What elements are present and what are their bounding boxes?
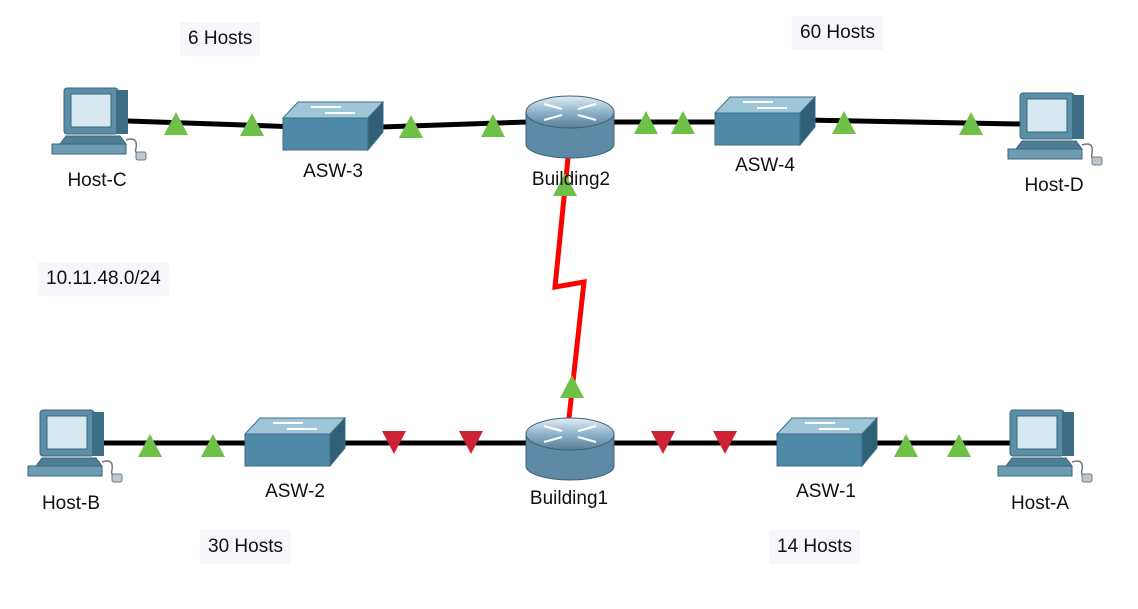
- link-down-indicator: [382, 431, 406, 454]
- serial-link[interactable]: [552, 157, 587, 419]
- host-b-pc-icon[interactable]: [27, 409, 123, 483]
- link-down-indicator: [651, 431, 675, 454]
- building2-router-icon[interactable]: [524, 94, 616, 160]
- asw-2-label: ASW-2: [265, 481, 325, 502]
- link-down-indicator: [459, 431, 483, 454]
- link-up-indicator: [553, 173, 577, 196]
- host-d-label: Host-D: [1024, 175, 1084, 196]
- asw-4-switch-icon[interactable]: [714, 96, 816, 146]
- cable-hostc-asw3[interactable]: [127, 118, 301, 130]
- link-down-indicator: [713, 431, 737, 454]
- asw-1-switch-icon[interactable]: [776, 417, 878, 467]
- note-network-address: 10.11.48.0/24: [38, 262, 169, 296]
- link-up-indicator: [894, 434, 918, 457]
- link-up-indicator: [671, 111, 695, 134]
- host-a-pc-icon[interactable]: [997, 409, 1093, 483]
- note-60-hosts: 60 Hosts: [792, 16, 883, 50]
- link-up-indicator: [240, 113, 264, 136]
- link-up-indicator: [947, 434, 971, 457]
- link-up-indicator: [634, 111, 658, 134]
- asw-3-label: ASW-3: [303, 161, 363, 182]
- link-up-indicator: [164, 112, 188, 135]
- asw-3-switch-icon[interactable]: [282, 101, 384, 151]
- host-b-label: Host-B: [41, 493, 101, 514]
- link-up-indicator: [481, 114, 505, 137]
- link-up-indicator: [959, 112, 983, 135]
- link-up-indicator: [399, 115, 423, 138]
- link-up-indicator: [832, 111, 856, 134]
- host-c-label: Host-C: [67, 170, 127, 191]
- host-c-pc-icon[interactable]: [51, 87, 147, 161]
- asw-2-switch-icon[interactable]: [244, 417, 346, 467]
- building1-label: Building1: [529, 488, 609, 509]
- asw-4-label: ASW-4: [735, 155, 795, 176]
- cable-asw3-building2[interactable]: [379, 119, 529, 130]
- note-6-hosts: 6 Hosts: [180, 22, 261, 56]
- link-up-indicator: [138, 434, 162, 457]
- note-30-hosts: 30 Hosts: [200, 530, 291, 564]
- link-up-indicator: [201, 434, 225, 457]
- building2-label: Building2: [531, 169, 611, 190]
- host-a-label: Host-A: [1010, 493, 1070, 514]
- cable-asw4-hostd[interactable]: [804, 117, 1021, 127]
- host-d-pc-icon[interactable]: [1007, 92, 1103, 166]
- link-up-indicator: [560, 375, 584, 398]
- note-14-hosts: 14 Hosts: [769, 530, 860, 564]
- building1-router-icon[interactable]: [524, 416, 616, 482]
- asw-1-label: ASW-1: [796, 481, 856, 502]
